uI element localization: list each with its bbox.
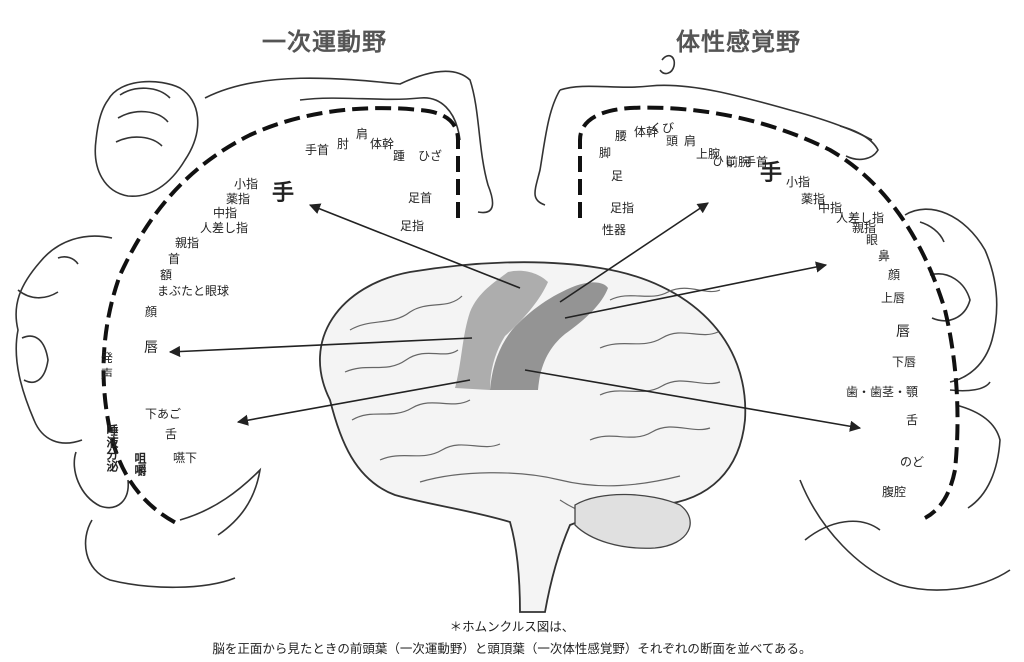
motor-label-index-finger: 人差し指: [200, 220, 248, 235]
sensory-label-elbow: ひじ: [712, 154, 736, 168]
sensory-label-little-finger: 小指: [786, 174, 810, 189]
brain-illustration: [319, 261, 747, 613]
sensory-label-trunk: 体幹: [634, 124, 658, 139]
motor-label-face: 顔: [145, 304, 157, 319]
sensory-label-forearm: 前腕: [726, 154, 750, 169]
motor-label-thumb: 親指: [175, 235, 199, 250]
sensory-label-lower-lip: 下唇: [892, 355, 916, 369]
motor-label-wrist: 手首: [305, 143, 329, 157]
sensory-label-face: 顔: [888, 267, 900, 282]
sensory-label-upper-lip: 上唇: [881, 291, 905, 305]
motor-cortex-arc: [101, 106, 460, 527]
motor-label-mastication: 咀嚼: [133, 452, 147, 477]
motor-label-ankle: 足首: [408, 191, 432, 205]
motor-label-middle-finger: 中指: [213, 205, 237, 220]
footnote-line-2: 脳を正面から見たときの前頭葉（一次運動野）と頭頂葉（一次体性感覚野）それぞれの断…: [212, 641, 812, 656]
motor-label-swallowing: 嚥下: [173, 451, 197, 465]
sensory-label-upper-arm: 上腕: [696, 146, 720, 161]
arrow-sensory-mouth: [524, 369, 862, 432]
footnote-line-1: ＊ホムンクルス図は、: [449, 619, 575, 634]
sensory-label-teeth-gums-jaw: 歯・歯茎・顎: [846, 385, 918, 399]
arrow-motor-lips: [168, 337, 473, 358]
motor-label-elbow: 肘: [337, 136, 349, 151]
sensory-cortex-title: 体性感覚野: [676, 28, 801, 56]
motor-label-lips: 唇: [144, 340, 158, 356]
motor-label-vocalization-line1: 発: [101, 351, 113, 365]
sensory-label-throat: のど: [900, 455, 924, 469]
motor-labels: 足指 足首 ひざ 踵 体幹 肩 肘 手首 手 小指 薬指 中指 人差し指 親指 …: [101, 126, 442, 477]
motor-label-vocalization-line2: 声: [101, 367, 113, 381]
motor-label-heel: 踵: [393, 149, 405, 163]
motor-label-hand: 手: [272, 181, 294, 206]
arrow-motor-hand: [308, 203, 521, 289]
motor-cortex-title: 一次運動野: [262, 28, 387, 56]
motor-label-trunk: 体幹: [370, 136, 394, 151]
arrows: [168, 202, 862, 432]
sensory-labels: 性器 足指 足 脚 腰 体幹 くび 頭 肩 上腕 ひじ 前腕 手首 手 小指 薬…: [599, 121, 924, 499]
sensory-label-hand: 手: [760, 161, 782, 186]
arrow-sensory-hand: [559, 202, 709, 303]
motor-label-knee: ひざ: [418, 148, 442, 163]
sensory-label-leg: 脚: [599, 145, 611, 160]
motor-area-highlight: [455, 270, 548, 390]
motor-label-forehead: 額: [160, 268, 172, 282]
sensory-label-toes: 足指: [610, 200, 634, 215]
motor-label-salivation: 唾液分泌: [105, 423, 119, 473]
motor-label-ring-finger: 薬指: [226, 191, 250, 206]
sensory-area-highlight: [490, 282, 608, 390]
motor-label-shoulder: 肩: [356, 126, 368, 141]
sensory-label-genitals: 性器: [602, 223, 626, 237]
sensory-label-wrist: 手首: [744, 155, 768, 169]
sensory-label-abdomen: 腹腔: [882, 484, 906, 499]
arrow-sensory-face: [564, 261, 828, 319]
motor-label-toes: 足指: [400, 218, 424, 233]
sensory-label-thumb: 親指: [852, 220, 876, 235]
motor-label-jaw: 下あご: [145, 406, 181, 421]
sensory-cortex-arc: [578, 105, 960, 520]
sensory-label-foot: 足: [611, 169, 623, 183]
sensory-label-hip: 腰: [615, 129, 627, 143]
sensory-label-index-finger: 人差し指: [836, 210, 884, 225]
sensory-label-head: 頭: [666, 134, 678, 148]
motor-label-eyelid-eyeball: まぶたと眼球: [157, 284, 229, 298]
sensory-label-nose: 鼻: [878, 248, 890, 263]
motor-label-tongue: 舌: [165, 427, 177, 441]
sensory-homunculus-figure: [534, 54, 1011, 591]
arrow-motor-mouth: [236, 379, 471, 426]
sensory-label-lips: 唇: [896, 324, 910, 340]
motor-label-neck: 首: [168, 252, 180, 266]
sensory-label-neck: くび: [650, 121, 674, 135]
motor-homunculus-figure: [15, 70, 494, 589]
sensory-label-tongue: 舌: [906, 413, 918, 427]
sensory-label-shoulder: 肩: [684, 133, 696, 148]
sensory-label-eye: 眼: [866, 233, 878, 247]
sensory-label-middle-finger: 中指: [818, 200, 842, 215]
sensory-label-ring-finger: 薬指: [801, 191, 825, 206]
motor-label-little-finger: 小指: [234, 176, 258, 191]
